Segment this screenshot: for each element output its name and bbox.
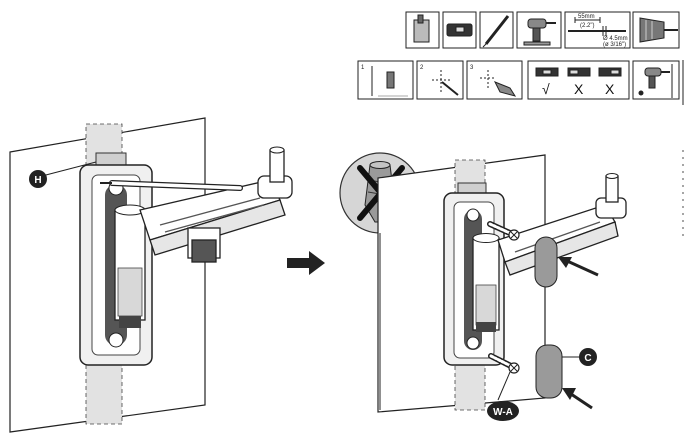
part-c-label: C — [584, 353, 591, 364]
part-wa-leader — [497, 371, 511, 401]
pole-top-right — [472, 233, 500, 243]
screwdriver — [100, 180, 243, 191]
right-assembly-figure: C W-A — [377, 154, 627, 421]
pole-clamp — [119, 316, 141, 328]
level-checks-box — [527, 60, 630, 100]
top-screw — [487, 221, 520, 241]
level-check-wrong-mark-2: X — [605, 81, 615, 97]
arm-post-right — [605, 175, 619, 203]
bit-length-mm: 55mm — [578, 14, 595, 20]
tool-icon-row: 55mm (2.2") Ø 4.5mm (ø 3/16") — [405, 11, 680, 49]
part-wa-label: W-A — [493, 407, 513, 418]
level-check-wrong-mark-1: X — [574, 81, 584, 97]
pencil-icon — [479, 11, 514, 49]
push-arrow-bottom — [562, 388, 593, 410]
pole-sleeve — [117, 267, 143, 317]
drill-chuck-icon — [632, 11, 680, 49]
pole-sleeve-right — [475, 284, 497, 326]
drill-into-wall-icon — [632, 60, 680, 100]
arm-post — [269, 149, 285, 183]
level-tool-icon — [442, 11, 477, 49]
top-screw-hole-right — [466, 208, 480, 222]
swing-arm-right — [497, 204, 619, 276]
sub-step-2 — [416, 60, 464, 100]
level-check-ok-mark: √ — [542, 81, 550, 97]
arm-post-top — [269, 146, 285, 154]
bottom-screw-hole — [108, 332, 124, 348]
sub-step-1 — [357, 60, 414, 100]
cover-cap-bottom — [535, 344, 563, 399]
sub-step-row: 1 2 3 √ X X — [357, 60, 680, 100]
drill-icon — [516, 11, 562, 49]
sub-step-3 — [466, 60, 523, 100]
left-assembly-figure: H — [9, 117, 293, 433]
next-step-arrow — [287, 251, 325, 275]
swing-arm — [139, 179, 286, 263]
pole-clamp-right — [476, 322, 496, 332]
part-wa-badge — [487, 401, 519, 421]
part-h-leader — [41, 161, 97, 177]
sub-step-1-number: 1 — [361, 65, 365, 71]
sub-step-3-number: 3 — [470, 65, 474, 71]
part-c-badge — [579, 348, 597, 366]
bottom-screw-hole-right — [466, 336, 480, 350]
arm-post-top-right — [605, 173, 619, 179]
sub-step-2-number: 2 — [420, 65, 424, 71]
cover-cap-top — [534, 236, 558, 288]
bit-diameter-mm: Ø 4.5mm — [603, 36, 628, 42]
drill-bit-dimension-icon — [564, 11, 631, 49]
bottom-screw — [488, 353, 520, 374]
wall-panel-icon — [405, 11, 440, 49]
bit-diameter-in: (ø 3/16") — [603, 42, 626, 48]
bit-length-in: (2.2") — [580, 23, 594, 29]
part-h-label: H — [34, 175, 41, 186]
push-arrow-top — [558, 257, 599, 277]
part-h-badge — [29, 170, 47, 188]
